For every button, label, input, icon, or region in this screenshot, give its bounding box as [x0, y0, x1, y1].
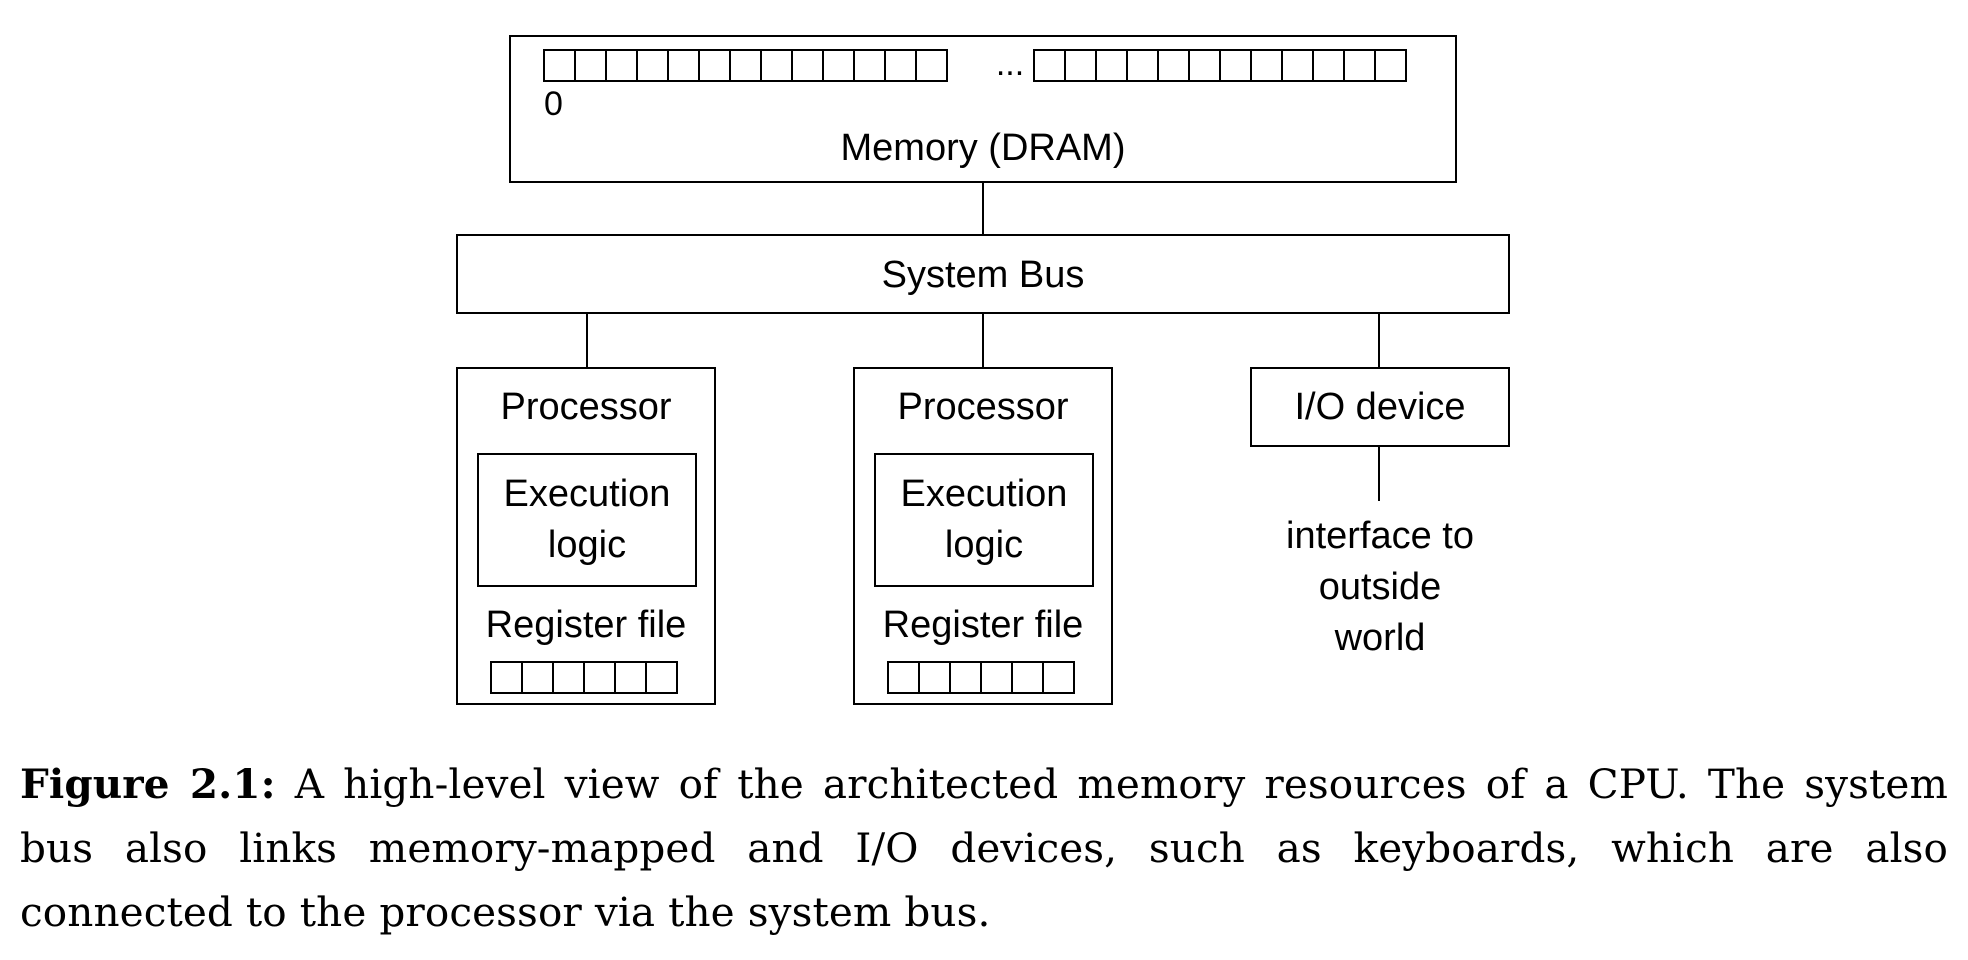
memory-cell — [1219, 49, 1252, 82]
memory-start-index: 0 — [544, 85, 563, 123]
memory-box: ... 0 Memory (DRAM) — [509, 35, 1457, 183]
memory-cell — [1281, 49, 1314, 82]
bus-processor2-connector — [982, 314, 984, 368]
io-interface-line3: world — [1334, 617, 1426, 659]
system-bus-box: System Bus — [456, 234, 1510, 314]
memory-title: Memory (DRAM) — [840, 127, 1126, 169]
execution-logic-box: Execution logic — [477, 453, 697, 587]
figure-caption-label: Figure 2.1: — [20, 760, 276, 808]
register-cell — [552, 661, 585, 694]
register-cells — [887, 661, 1075, 694]
memory-cell — [1064, 49, 1097, 82]
memory-cell — [636, 49, 669, 82]
processor-title: Processor — [897, 386, 1069, 428]
register-file-label: Register file — [485, 604, 687, 646]
memory-bus-connector — [982, 183, 984, 235]
register-cells — [490, 661, 678, 694]
memory-cell — [667, 49, 700, 82]
execution-logic-line1: Execution — [900, 473, 1068, 515]
io-device-title: I/O device — [1294, 386, 1466, 428]
memory-cell — [1033, 49, 1066, 82]
memory-cell — [822, 49, 855, 82]
memory-cell — [729, 49, 762, 82]
execution-logic-line1: Execution — [503, 473, 671, 515]
memory-cell — [760, 49, 793, 82]
execution-logic-line2: logic — [944, 524, 1024, 566]
memory-cell — [1188, 49, 1221, 82]
memory-cell — [1126, 49, 1159, 82]
execution-logic-line2: logic — [547, 524, 627, 566]
memory-cell — [1312, 49, 1345, 82]
memory-cell — [543, 49, 576, 82]
bus-io-connector — [1378, 314, 1380, 368]
memory-cell — [1343, 49, 1376, 82]
processor-box-2: Processor Execution logic Register file — [853, 367, 1113, 705]
figure-caption: Figure 2.1: A high-level view of the arc… — [20, 752, 1948, 944]
register-cell — [490, 661, 523, 694]
memory-cell — [1374, 49, 1407, 82]
memory-cell — [698, 49, 731, 82]
memory-ellipsis: ... — [995, 45, 1025, 83]
io-device-box: I/O device — [1250, 367, 1510, 447]
memory-cell — [1250, 49, 1283, 82]
memory-cells-right — [1033, 49, 1407, 82]
memory-cell — [574, 49, 607, 82]
io-interface-line1: interface to — [1286, 515, 1474, 557]
memory-cell — [915, 49, 948, 82]
register-cell — [521, 661, 554, 694]
io-interface-connector — [1378, 447, 1380, 501]
memory-cell — [853, 49, 886, 82]
register-cell — [887, 661, 920, 694]
execution-logic-box: Execution logic — [874, 453, 1094, 587]
figure-caption-text: A high-level view of the architected mem… — [20, 760, 1948, 936]
register-file-label: Register file — [882, 604, 1084, 646]
system-bus-title: System Bus — [881, 254, 1085, 296]
register-cell — [645, 661, 678, 694]
memory-cell — [1157, 49, 1190, 82]
register-cell — [1042, 661, 1075, 694]
memory-cell — [605, 49, 638, 82]
register-cell — [583, 661, 616, 694]
memory-cell — [1095, 49, 1128, 82]
register-cell — [1011, 661, 1044, 694]
register-cell — [980, 661, 1013, 694]
bus-processor1-connector — [586, 314, 588, 368]
memory-cell — [884, 49, 917, 82]
memory-cells-left — [543, 49, 948, 82]
processor-title: Processor — [500, 386, 672, 428]
io-interface-line2: outside — [1318, 566, 1442, 608]
processor-box-1: Processor Execution logic Register file — [456, 367, 716, 705]
register-cell — [949, 661, 982, 694]
memory-cell — [791, 49, 824, 82]
register-cell — [614, 661, 647, 694]
register-cell — [918, 661, 951, 694]
